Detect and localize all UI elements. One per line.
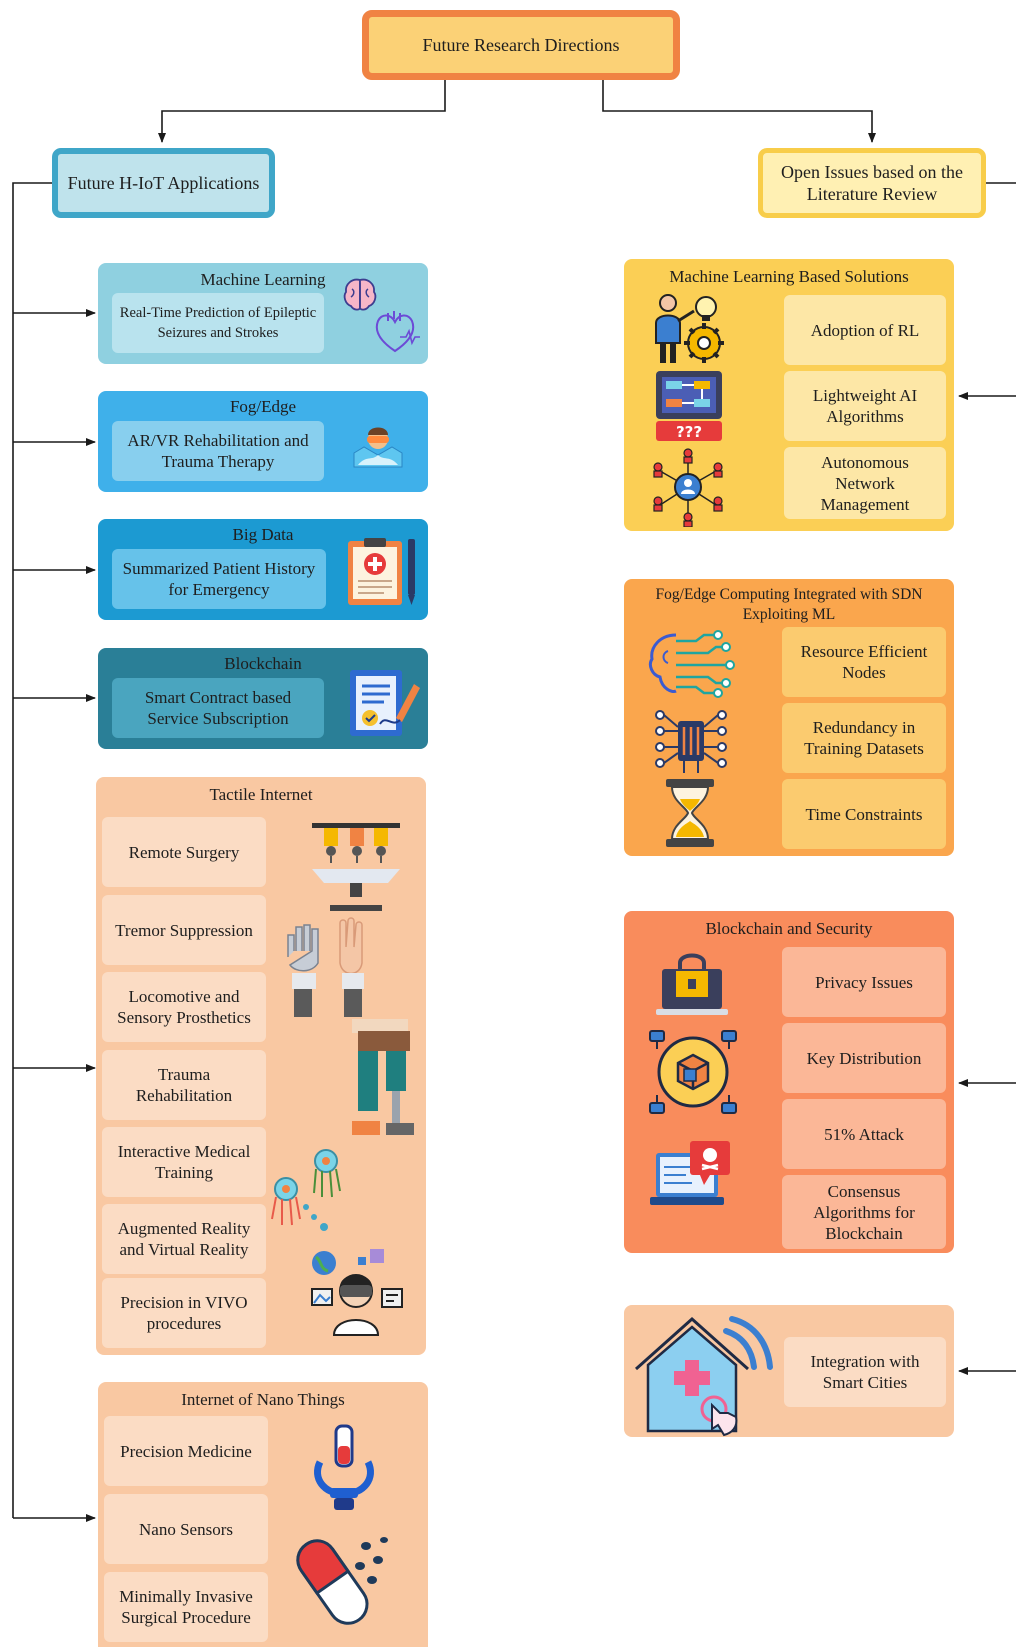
svg-text:???: ??? bbox=[676, 423, 702, 441]
heart-icon bbox=[375, 311, 420, 353]
algorithm-screen-icon: ??? bbox=[656, 371, 722, 441]
robotic-surgery-icon bbox=[312, 823, 400, 911]
tactile-item-prosthetics: Locomotive and Sensory Prosthetics bbox=[102, 972, 266, 1042]
blockchain-security-title: Blockchain and Security bbox=[705, 919, 873, 938]
smart-city-item: Integration with Smart Cities bbox=[784, 1337, 946, 1407]
hourglass-icon bbox=[666, 779, 714, 847]
nano-robot-icon bbox=[314, 1424, 374, 1510]
root-to-open-connector bbox=[602, 80, 876, 143]
hiot-trunk-line bbox=[12, 182, 52, 1518]
ai-circuit-icon bbox=[648, 630, 735, 698]
vr-headset-icon bbox=[353, 427, 403, 468]
nano-things-panel: Internet of Nano Things Precision Medici… bbox=[98, 1382, 428, 1647]
security-item-privacy: Privacy Issues bbox=[782, 947, 946, 1017]
tactile-item-ar-vr: Augmented Reality and Virtual Reality bbox=[102, 1204, 266, 1274]
h-iot-applications-node: Future H-IoT Applications bbox=[52, 148, 275, 218]
tactile-item-remote-surgery: Remote Surgery bbox=[102, 817, 266, 887]
big-data-application-item: Summarized Patient History for Emergency bbox=[112, 549, 326, 609]
fog-edge-application-title: Fog/Edge bbox=[229, 397, 297, 416]
robot-hand-icon bbox=[287, 917, 364, 1017]
tactile-item-medical-training: Interactive Medical Training bbox=[102, 1127, 266, 1197]
tactile-item-in-vivo: Precision in VIVO procedures bbox=[102, 1278, 266, 1348]
tactile-item-trauma-rehabilitation: Trauma Rehabilitation bbox=[102, 1050, 266, 1120]
network-people-icon bbox=[653, 448, 723, 527]
laptop-lock-icon bbox=[656, 953, 728, 1015]
ml-solutions-title: Machine Learning Based Solutions bbox=[669, 267, 909, 286]
ml-application-title: Machine Learning bbox=[200, 270, 326, 289]
nano-item-precision-medicine: Precision Medicine bbox=[104, 1416, 268, 1486]
medical-clipboard-icon bbox=[348, 538, 415, 605]
tactile-internet-title: Tactile Internet bbox=[209, 785, 313, 804]
blockchain-application-item: Smart Contract based Service Subscriptio… bbox=[112, 678, 324, 738]
ml-application-item: Real-Time Prediction of Epileptic Seizur… bbox=[112, 293, 324, 353]
open-issues-label: Open Issues based on the Literature Revi… bbox=[781, 162, 963, 204]
pill-icon bbox=[296, 1537, 388, 1625]
nano-item-surgical-procedure: Minimally Invasive Surgical Procedure bbox=[104, 1572, 268, 1642]
vr-user-icon bbox=[311, 1249, 403, 1336]
root-label: Future Research Directions bbox=[422, 34, 620, 55]
ml-solutions-item-autonomous: Autonomous Network Management bbox=[784, 447, 946, 519]
nano-things-title: Internet of Nano Things bbox=[181, 1390, 345, 1409]
security-item-51-attack: 51% Attack bbox=[782, 1099, 946, 1169]
fog-sdn-item-resource-nodes: Resource Efficient Nodes bbox=[782, 627, 946, 697]
prosthetic-leg-icon bbox=[352, 1019, 414, 1135]
smart-city-panel: Integration with Smart Cities bbox=[624, 1305, 954, 1437]
tactile-internet-panel: Tactile Internet Remote Surgery Tremor S… bbox=[96, 777, 426, 1355]
open-issues-node: Open Issues based on the Literature Revi… bbox=[758, 148, 986, 218]
fog-sdn-panel: Fog/Edge Computing Integrated with SDN E… bbox=[624, 579, 954, 856]
ml-solutions-item-rl: Adoption of RL bbox=[784, 295, 946, 365]
security-item-consensus: Consensus Algorithms for Blockchain bbox=[782, 1175, 946, 1249]
blockchain-cube-icon bbox=[649, 1030, 737, 1114]
blockchain-application-title: Blockchain bbox=[224, 654, 302, 673]
hacker-laptop-icon bbox=[650, 1141, 730, 1205]
presenter-gear-icon bbox=[655, 294, 724, 363]
nano-item-nano-sensors: Nano Sensors bbox=[104, 1494, 268, 1564]
fog-edge-application-item: AR/VR Rehabilitation and Trauma Therapy bbox=[112, 421, 324, 481]
brain-icon bbox=[343, 278, 377, 311]
root-node: Future Research Directions bbox=[362, 10, 680, 80]
h-iot-applications-label: Future H-IoT Applications bbox=[67, 173, 260, 193]
neural-chip-icon bbox=[655, 710, 727, 773]
ml-solutions-item-lightweight-ai: Lightweight AI Algorithms bbox=[784, 371, 946, 441]
root-to-hiot-connector bbox=[158, 80, 446, 143]
big-data-application-title: Big Data bbox=[232, 525, 294, 544]
security-item-key-distribution: Key Distribution bbox=[782, 1023, 946, 1093]
big-data-application-panel: Big Data Summarized Patient History for … bbox=[98, 519, 428, 620]
fog-sdn-title: Fog/Edge Computing Integrated with SDN E… bbox=[655, 586, 923, 623]
ml-application-panel: Machine Learning Real-Time Prediction of… bbox=[98, 263, 428, 364]
fog-sdn-item-redundancy: Redundancy in Training Datasets bbox=[782, 703, 946, 773]
contract-icon bbox=[350, 670, 420, 736]
smart-home-health-icon bbox=[635, 1316, 773, 1437]
fog-edge-application-panel: Fog/Edge AR/VR Rehabilitation and Trauma… bbox=[98, 391, 428, 492]
nanobot-icon bbox=[271, 1149, 341, 1231]
tactile-item-tremor-suppression: Tremor Suppression bbox=[102, 895, 266, 965]
blockchain-application-panel: Blockchain Smart Contract based Service … bbox=[98, 648, 428, 749]
fog-sdn-item-time-constraints: Time Constraints bbox=[782, 779, 946, 849]
blockchain-security-panel: Blockchain and Security Privacy Issues K… bbox=[624, 911, 954, 1253]
ml-solutions-panel: Machine Learning Based Solutions Adoptio… bbox=[624, 259, 954, 531]
